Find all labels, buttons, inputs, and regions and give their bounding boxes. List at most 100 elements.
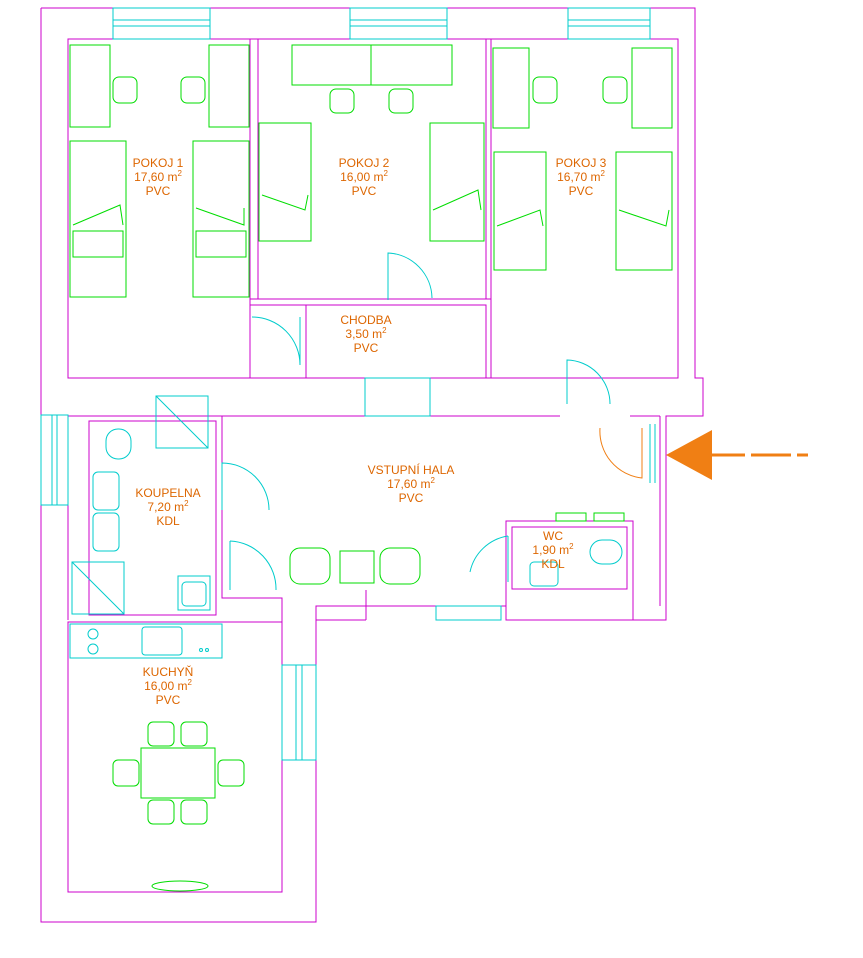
window xyxy=(281,664,317,761)
chair xyxy=(147,721,175,747)
kuchyn-room-floor: PVC xyxy=(156,693,181,707)
pokoj1-room-area-text: 17,60 m xyxy=(134,170,177,184)
window xyxy=(435,605,502,621)
pokoj2-room-area: 16,00 m2 xyxy=(340,169,388,184)
dining-table xyxy=(140,747,216,799)
outer-wall xyxy=(40,7,704,923)
shower-tray xyxy=(155,395,209,449)
hala-room-area-text: 17,60 m xyxy=(387,477,430,491)
bed xyxy=(493,151,547,271)
chair xyxy=(388,88,414,114)
desk xyxy=(208,44,250,128)
koupelna-room-area-text: 7,20 m xyxy=(147,500,184,514)
pokoj1-room-area: 17,60 m2 xyxy=(134,169,182,184)
koupelna-room-floor-text: KDL xyxy=(156,514,180,528)
koupelna-room-floor: KDL xyxy=(156,514,180,528)
door-swing xyxy=(387,252,433,300)
wc-room-area: 1,90 m2 xyxy=(532,542,574,557)
washbasin xyxy=(92,512,120,552)
pokoj3-room-floor: PVC xyxy=(569,184,594,198)
pokoj1-room xyxy=(67,38,251,379)
hala-area-unit-sup: 2 xyxy=(430,476,435,485)
chair xyxy=(329,88,355,114)
kuchyn-room-area: 16,00 m2 xyxy=(144,678,192,693)
kitchen-counter xyxy=(69,623,223,659)
koupelna-room xyxy=(88,420,217,616)
door-swing xyxy=(566,359,611,405)
wc-room-area-text: 1,90 m xyxy=(532,543,569,557)
furniture xyxy=(69,44,673,892)
washbasin xyxy=(92,471,120,511)
bed xyxy=(258,122,312,242)
toilet xyxy=(105,428,132,460)
pokoj1-area-unit-sup: 2 xyxy=(177,169,182,178)
wc-room-name: WC xyxy=(543,529,563,543)
washbasin xyxy=(529,561,559,587)
chair xyxy=(532,76,558,104)
chodba-room xyxy=(305,304,487,379)
hala-room-area: 17,60 m2 xyxy=(387,476,435,491)
toilet xyxy=(589,539,623,565)
chodba-room-floor-text: PVC xyxy=(354,341,379,355)
pokoj3-room-area: 16,70 m2 xyxy=(557,169,605,184)
window xyxy=(349,7,448,40)
desk xyxy=(631,47,673,129)
pokoj2-room-floor-text: PVC xyxy=(352,184,377,198)
chodba-area-unit-sup: 2 xyxy=(382,326,387,335)
pokoj2-room-name: POKOJ 2 xyxy=(339,156,390,170)
armchair xyxy=(379,547,421,585)
washing-machine xyxy=(177,575,211,611)
kuchyn-room-name-text: KUCHYŇ xyxy=(143,664,194,679)
chair xyxy=(180,799,208,825)
chair xyxy=(147,799,175,825)
pokoj1-room-floor-text: PVC xyxy=(146,184,171,198)
pokoj2-room-name-text: POKOJ 2 xyxy=(339,156,390,170)
entrance-arrow-icon xyxy=(599,427,808,480)
pokoj2-room-floor: PVC xyxy=(352,184,377,198)
pokoj3-room xyxy=(490,38,679,379)
shoe-rack xyxy=(593,512,625,522)
window xyxy=(40,414,69,506)
door-swing xyxy=(251,316,301,366)
radiator xyxy=(151,880,209,892)
wc-area-unit-sup: 2 xyxy=(569,542,574,551)
pokoj2-area-unit-sup: 2 xyxy=(383,169,388,178)
pokoj1-room-floor: PVC xyxy=(146,184,171,198)
sink xyxy=(141,626,183,656)
hala-room-name-text: VSTUPNÍ HALA xyxy=(368,462,455,477)
hala-room-name: VSTUPNÍ HALA xyxy=(368,462,455,477)
chodba-room-floor: PVC xyxy=(354,341,379,355)
chodba-room-area: 3,50 m2 xyxy=(345,326,387,341)
chodba-room-name: CHODBA xyxy=(340,313,391,327)
shower-tray xyxy=(71,561,125,615)
pokoj1-room-name-text: POKOJ 1 xyxy=(133,156,184,170)
door-swing xyxy=(229,540,277,591)
hala-room-floor: PVC xyxy=(399,491,424,505)
kuchyn-room xyxy=(67,621,283,893)
chair xyxy=(217,759,245,787)
pokoj3-room-name-text: POKOJ 3 xyxy=(556,156,607,170)
koupelna-room-name-text: KOUPELNA xyxy=(135,486,200,500)
window xyxy=(112,7,211,40)
chodba-room-area-text: 3,50 m xyxy=(345,327,382,341)
windows-and-doors xyxy=(40,7,656,761)
wc-room-floor: KDL xyxy=(541,557,565,571)
bed xyxy=(192,140,250,298)
chair xyxy=(180,721,208,747)
pokoj3-area-unit-sup: 2 xyxy=(600,169,605,178)
chair xyxy=(112,76,138,104)
koupelna-area-unit-sup: 2 xyxy=(184,499,189,508)
pokoj1-room-name: POKOJ 1 xyxy=(133,156,184,170)
bed xyxy=(615,151,673,271)
pokoj2-room-area-text: 16,00 m xyxy=(340,170,383,184)
kuchyn-area-unit-sup: 2 xyxy=(187,678,192,687)
koupelna-room-name: KOUPELNA xyxy=(135,486,200,500)
hala-room-floor-text: PVC xyxy=(399,491,424,505)
pokoj3-room-floor-text: PVC xyxy=(569,184,594,198)
door-swing xyxy=(469,535,509,582)
desk xyxy=(492,47,530,129)
door-swing xyxy=(221,462,270,511)
chair xyxy=(602,76,628,104)
